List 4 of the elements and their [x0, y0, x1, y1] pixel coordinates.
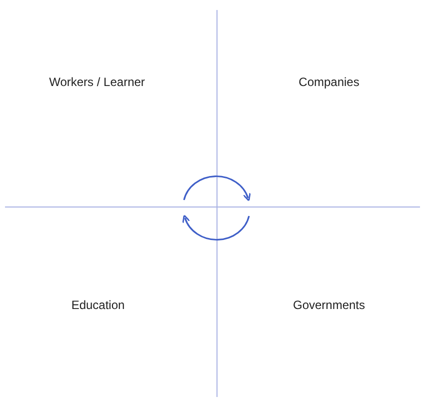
quadrant-label: Workers / Learner — [49, 75, 145, 89]
quadrant-label: Education — [71, 298, 125, 312]
quadrant-label: Companies — [298, 75, 360, 89]
quadrant-label: Governments — [292, 298, 366, 312]
